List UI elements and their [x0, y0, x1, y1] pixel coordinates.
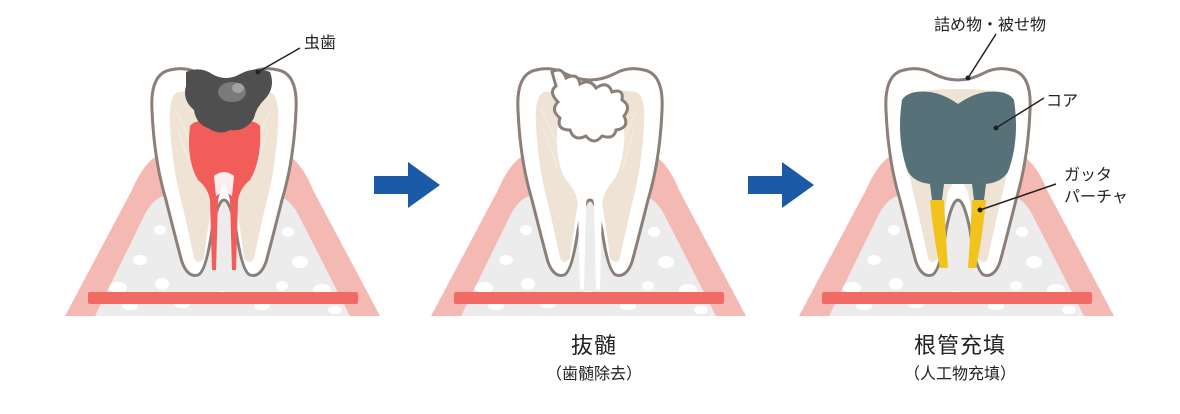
panel-1-decay: 虫歯 — [65, 33, 380, 316]
caption-title: 根管充填 — [913, 334, 1006, 359]
cleaned-cavity — [550, 68, 629, 143]
panel-2-pulp-removal — [431, 67, 746, 316]
right-arrow-icon — [748, 162, 814, 208]
label-filling-crown: 詰め物・被せ物 — [934, 15, 1046, 34]
label-decay: 虫歯 — [304, 33, 336, 52]
label-core: コア — [1046, 91, 1078, 110]
caption-title: 抜髄 — [570, 334, 617, 359]
panel-3-root-filling — [799, 33, 1114, 316]
label-gutta-1: ガッタ — [1064, 165, 1112, 184]
gutta-percha — [968, 200, 986, 268]
right-arrow-icon — [374, 162, 440, 208]
label-gutta-2: パーチャ — [1064, 187, 1128, 206]
core — [900, 91, 1016, 184]
gutta-percha — [930, 200, 948, 268]
caption-subtitle: （歯髄除去） — [545, 364, 642, 383]
caption-pulp-removal: 抜髄 （歯髄除去） — [484, 332, 704, 386]
caption-subtitle: （人工物充填） — [903, 364, 1016, 383]
caption-root-filling: 根管充填 （人工物充填） — [850, 332, 1070, 386]
pulp-red — [189, 121, 261, 270]
